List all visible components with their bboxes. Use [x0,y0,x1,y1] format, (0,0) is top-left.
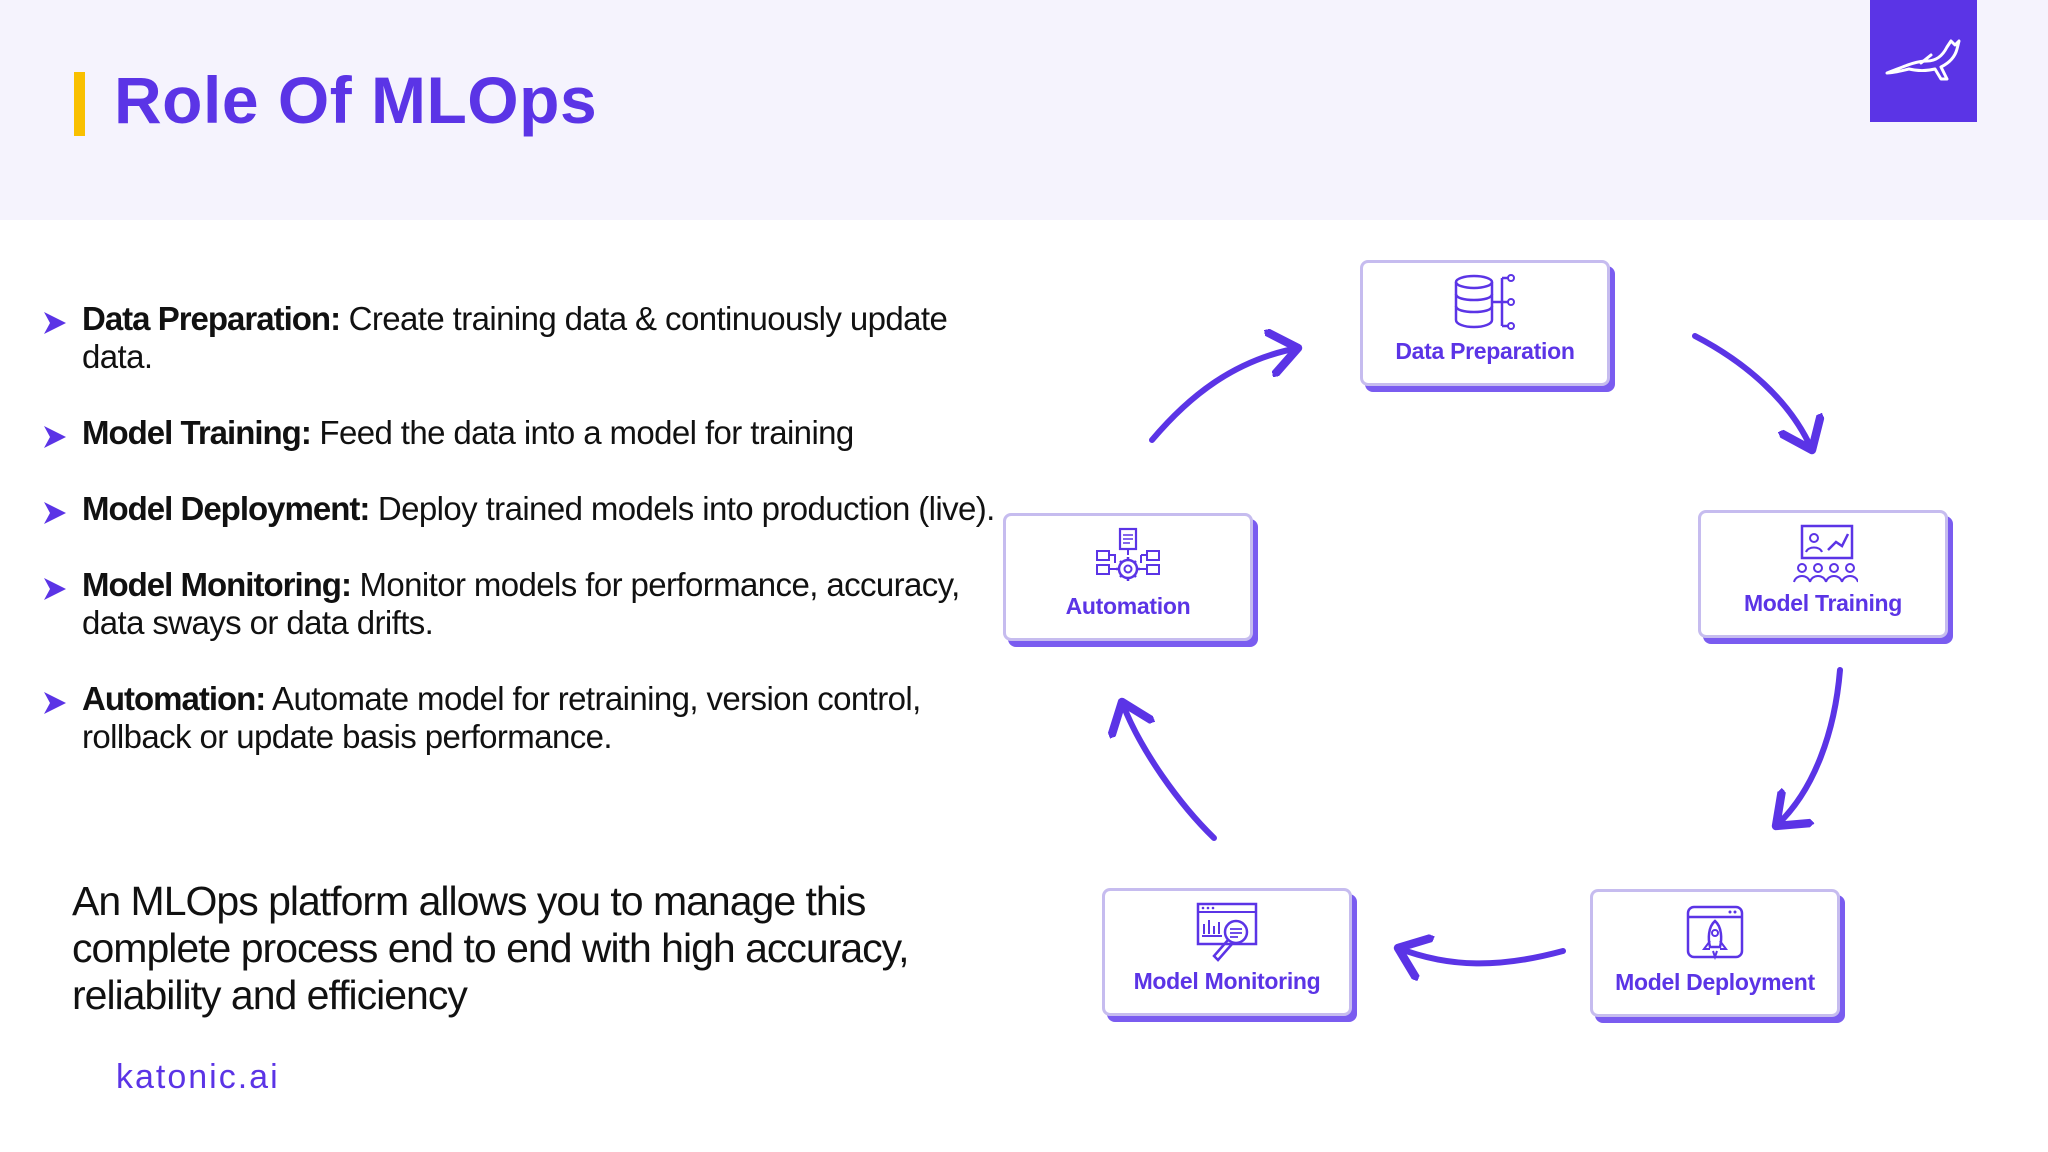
node-data-preparation[interactable]: Data Preparation [1360,260,1610,386]
node-model-monitoring[interactable]: Model Monitoring [1102,888,1352,1016]
brand-logo[interactable] [1870,0,1977,122]
node-model-training[interactable]: Model Training [1698,510,1948,638]
bullet-term: Model Training: [82,414,312,451]
node-automation[interactable]: Automation [1003,513,1253,641]
arrow-training-to-deployment [1776,667,1843,826]
bullet-arrow-icon [44,692,66,714]
bullet-text: Automate model for retraining, version c… [82,680,921,755]
arrow-preparation-to-training [1692,333,1812,450]
page-title: Role Of MLOps [114,63,598,137]
title-accent-bar [74,72,85,136]
bullet-arrow-icon [44,578,66,600]
bullet-text: Create training data & continuously upda… [82,300,948,375]
kangaroo-logo-icon [1885,39,1960,81]
bullet-model-deployment: Model Deployment: Deploy trained models … [42,490,1002,528]
bullet-list: Data Preparation: Create training data &… [42,300,1002,794]
arrow-monitoring-to-automation [1122,702,1217,841]
automation-gear-icon [1096,527,1160,581]
bullet-text: Feed the data into a model for training [310,414,854,451]
node-label: Model Monitoring [1133,968,1321,994]
bullet-arrow-icon [44,426,66,448]
bullet-automation: Automation: Automate model for retrainin… [42,680,1002,756]
bullet-term: Model Deployment: [82,490,370,527]
bullet-text: Deploy trained models into production (l… [369,490,995,527]
training-presentation-icon [1793,524,1858,583]
node-label: Model Training [1743,590,1903,616]
arrow-deployment-to-monitoring [1398,948,1566,963]
bullet-term: Automation: [82,680,266,717]
bullet-data-preparation: Data Preparation: Create training data &… [42,300,1002,376]
header-band: Role Of MLOps [0,0,2048,220]
bullet-text: Monitor models for performance, accuracy… [82,566,960,641]
bullet-model-training: Model Training: Feed the data into a mod… [42,414,1002,452]
bullet-arrow-icon [44,502,66,524]
node-label: Model Deployment [1615,969,1815,995]
bullet-term: Data Preparation: [82,300,341,337]
database-icon [1454,274,1515,330]
arrow-automation-to-preparation [1149,348,1298,443]
node-model-deployment[interactable]: Model Deployment [1590,889,1840,1017]
footer-brand: katonic.ai [116,1058,280,1096]
rocket-window-icon [1686,905,1744,961]
bullet-term: Model Monitoring: [82,566,352,603]
monitoring-magnifier-icon [1196,902,1258,962]
node-label: Data Preparation [1395,338,1575,364]
summary-text: An MLOps platform allows you to manage t… [72,878,910,1018]
bullet-arrow-icon [44,312,66,334]
bullet-model-monitoring: Model Monitoring: Monitor models for per… [42,566,1002,642]
node-label: Automation [1065,593,1191,619]
